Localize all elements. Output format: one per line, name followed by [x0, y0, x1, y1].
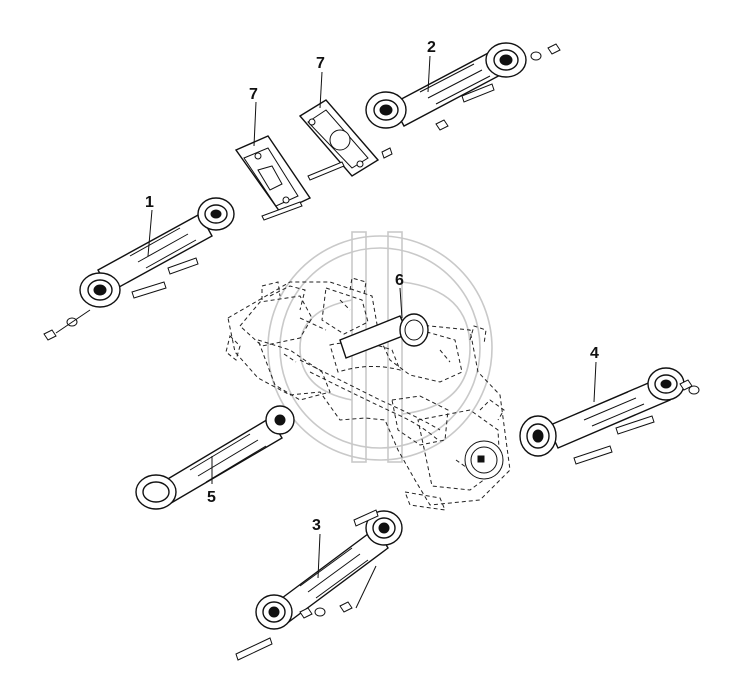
torque-rod-4 — [519, 361, 700, 465]
callout-labels: 1 2 3 4 5 6 7 7 — [145, 39, 599, 534]
callout-7-right: 7 — [316, 55, 325, 72]
torque-rod-6 — [339, 287, 429, 359]
torque-rod-1 — [43, 197, 235, 341]
callout-4: 4 — [590, 345, 599, 362]
torque-rod-3 — [235, 509, 403, 661]
callout-2: 2 — [427, 39, 436, 56]
bracket-plate-right — [298, 71, 380, 177]
callout-1: 1 — [145, 194, 154, 211]
torque-rod-2 — [365, 42, 561, 131]
callout-6: 6 — [395, 272, 404, 289]
bracket-plate-left — [234, 101, 312, 213]
callout-7-left: 7 — [249, 86, 258, 103]
axle-housing — [225, 277, 511, 511]
bolts-bracket — [261, 147, 393, 221]
torque-rod-5 — [135, 405, 295, 510]
callout-3: 3 — [312, 517, 321, 534]
watermark-logo — [267, 231, 493, 463]
callout-5: 5 — [207, 489, 216, 506]
